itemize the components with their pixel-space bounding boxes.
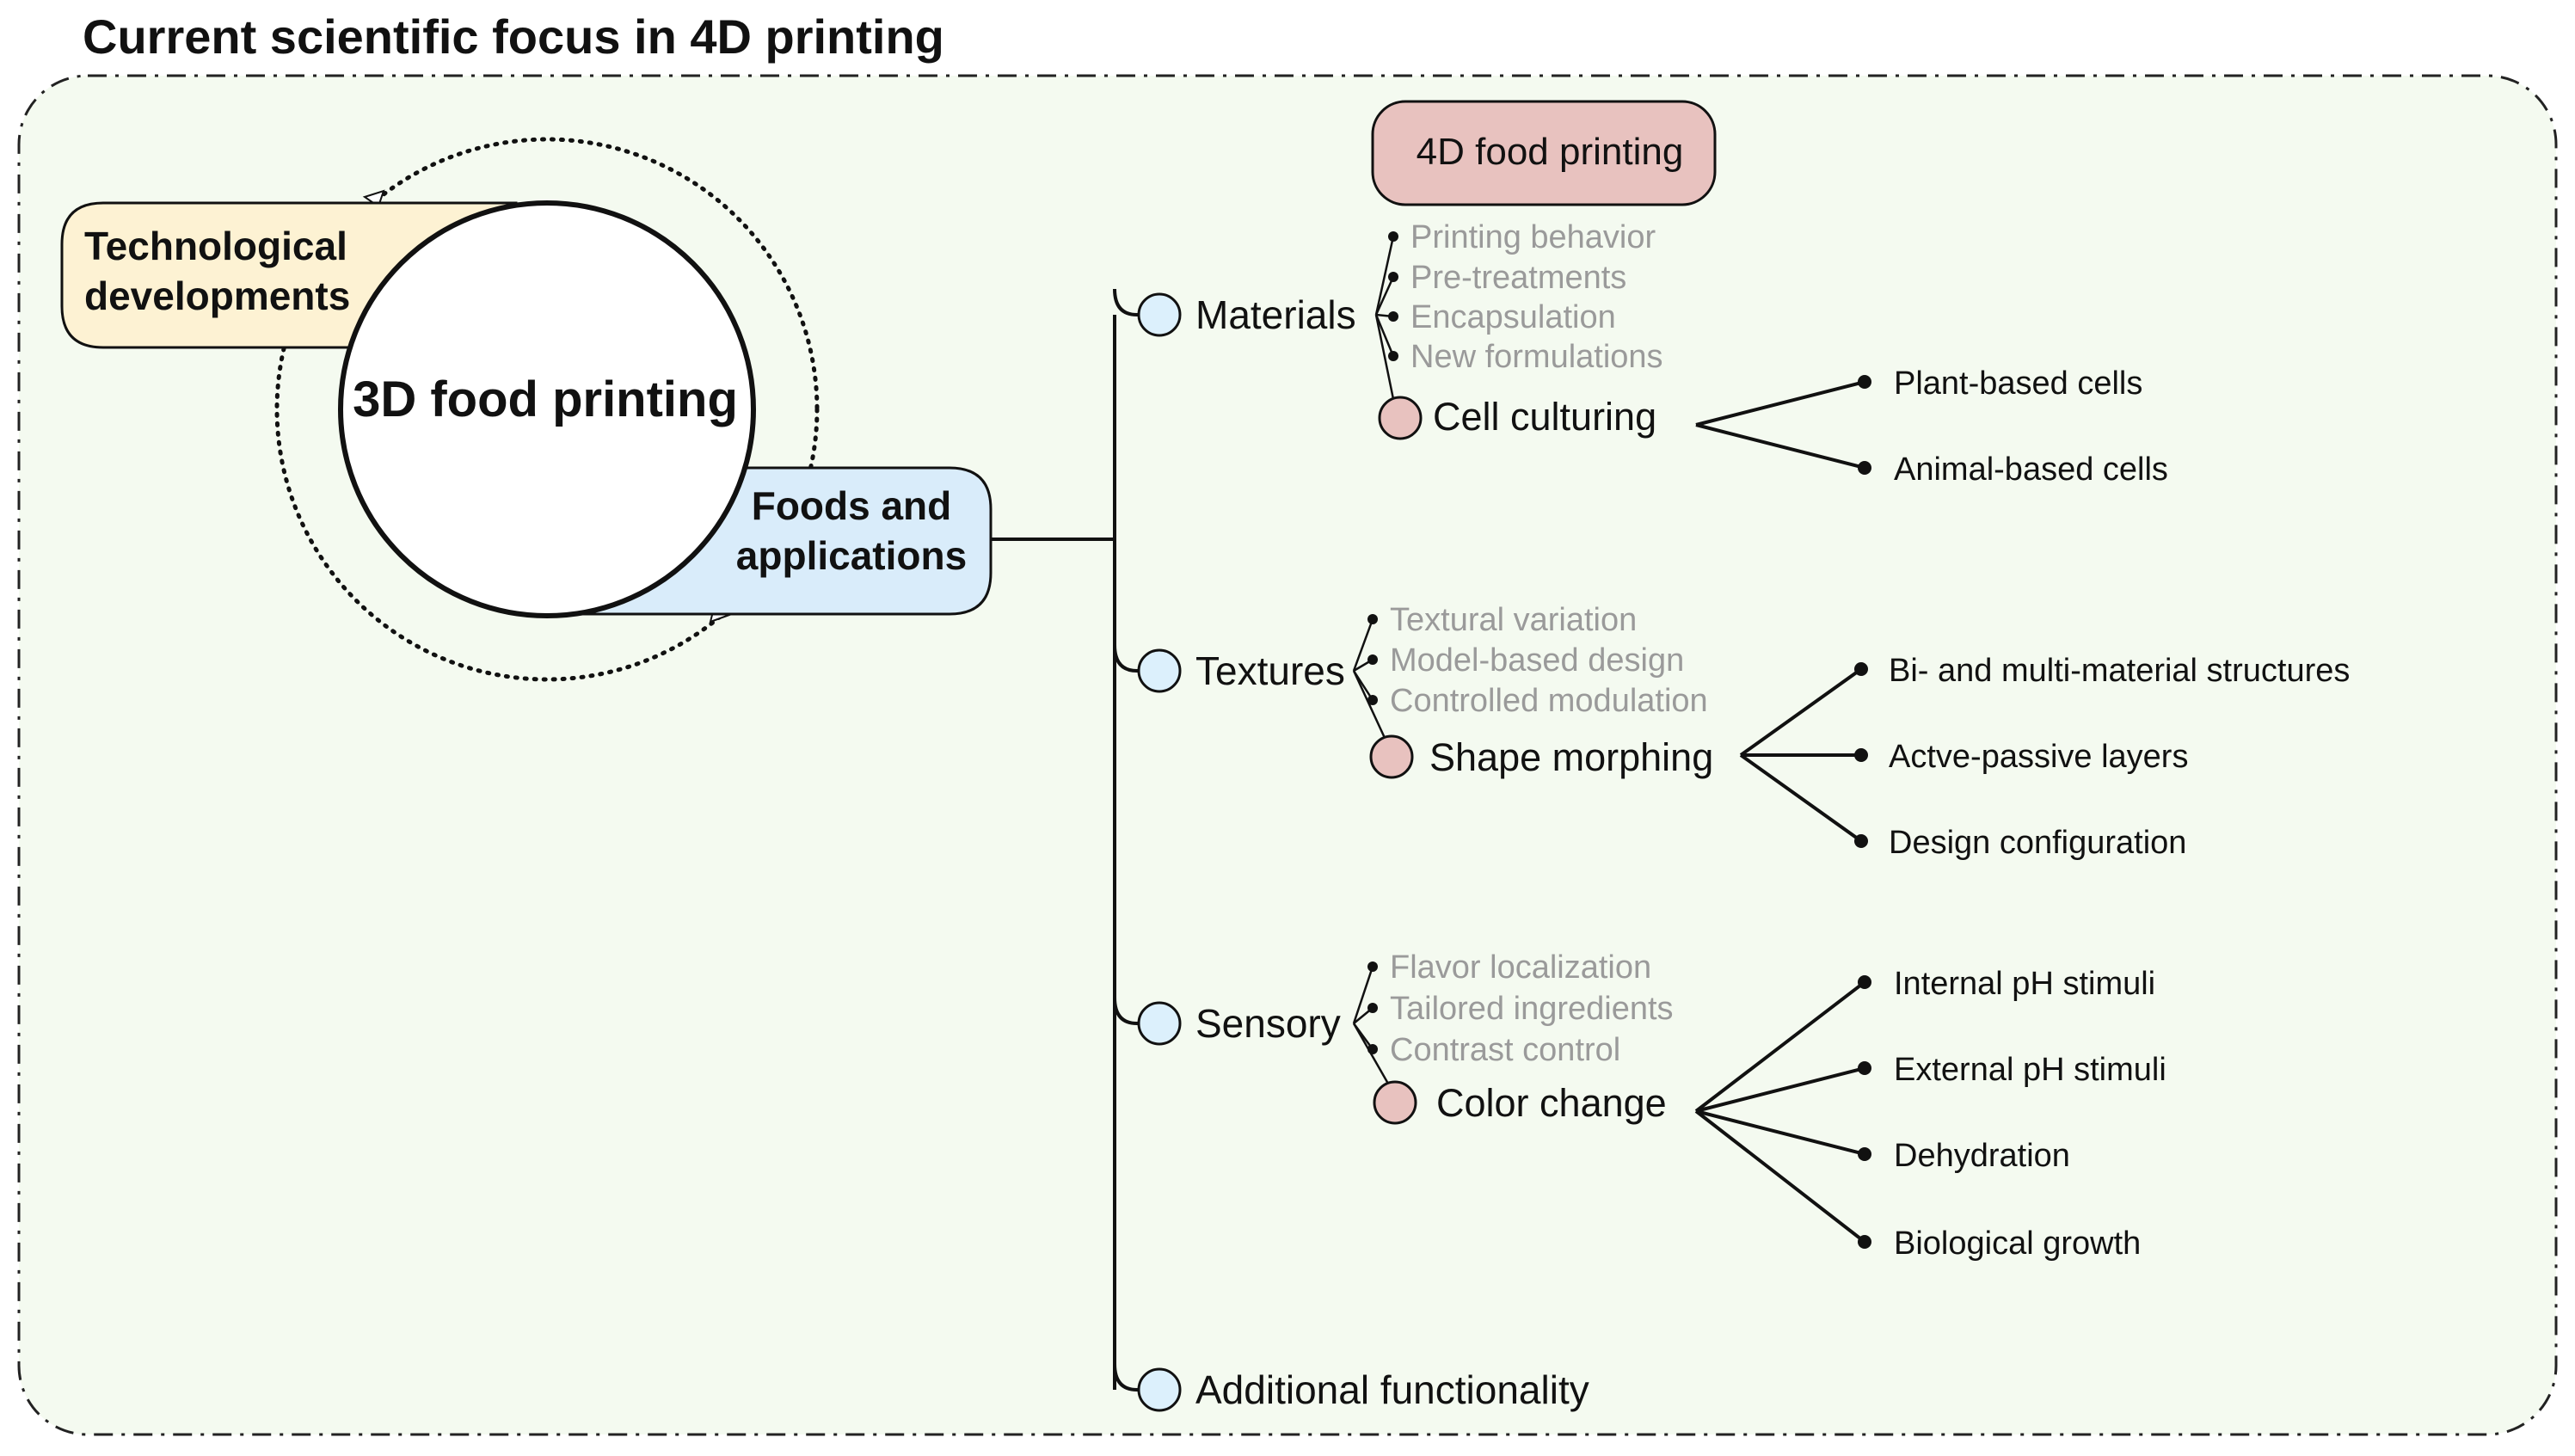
category-node-additional-functionality [1137,1367,1182,1412]
foods-applications-label-line1: Foods and [752,483,952,528]
leaf-link [1694,980,1866,1113]
leaf-dot [1858,461,1871,475]
cycle-ring [274,137,820,682]
four-d-label-shape-morphing: Shape morphing [1429,735,1713,779]
subtopic-dot [1388,231,1398,242]
header-4d-box [1371,100,1717,206]
subtopic-label: Model-based design [1390,642,1684,679]
subtopic-label: Flavor localization [1390,949,1651,986]
leaf-dot [1858,375,1871,389]
leaf-dot [1858,1147,1871,1161]
leaf-label-actve-passive-layers: Actve-passive layers [1889,739,2188,775]
subtopic-label: Textural variation [1390,602,1637,638]
category-node-sensory [1137,1001,1182,1046]
foods-applications-label-line2: applications [736,533,967,578]
leaf-label-external-ph-stimuli: External pH stimuli [1894,1052,2166,1088]
subtopic-dot [1388,272,1398,282]
elbow-sensory [1113,997,1139,1025]
subtopic-dot [1367,654,1378,665]
leaf-link [1694,1109,1866,1244]
four-d-link [1374,314,1395,400]
leaf-label-design-configuration: Design configuration [1889,825,2186,861]
leaf-dot [1858,975,1871,989]
center-label: 3D food printing [353,372,738,427]
leaf-dot [1858,1235,1871,1249]
subtopic-dot [1388,351,1398,361]
leaf-link [1739,667,1863,757]
header-4d-label: 4D food printing [1417,131,1684,173]
leaf-label-plant-based-cells: Plant-based cells [1894,366,2142,402]
elbow-materials [1113,288,1139,316]
subtopic-link [1374,314,1395,357]
subtopic-dot [1367,695,1378,705]
leaf-label-dehydration: Dehydration [1894,1138,2070,1174]
category-node-materials [1137,292,1182,337]
diagram-title: Current scientific focus in 4D printing [83,9,944,64]
subtopic-dot [1367,961,1378,972]
center-circle [338,200,756,618]
four-d-node-cell-culturing [1378,396,1423,440]
four-d-label-cell-culturing: Cell culturing [1433,395,1656,439]
subtopic-label: Printing behavior [1410,219,1656,255]
subtopic-label: Controlled modulation [1390,683,1708,719]
leaf-label-internal-ph-stimuli: Internal pH stimuli [1894,966,2155,1002]
leaf-link [1695,1109,1865,1156]
subtopic-dot [1367,1003,1378,1013]
leaf-dot [1854,834,1868,848]
tech-developments-label-line1: Technological [84,224,347,268]
four-d-link [1352,1023,1390,1084]
leaf-link [1695,1066,1865,1113]
leaf-label-biological-growth: Biological growth [1894,1226,2141,1262]
leaf-link [1695,423,1865,470]
subtopic-label: Contrast control [1390,1032,1620,1068]
subtopic-link [1374,276,1395,316]
four-d-node-shape-morphing [1369,734,1414,779]
subtopic-dot [1388,311,1398,322]
leaf-link [1739,753,1863,843]
subtopic-link [1352,966,1374,1024]
leaf-dot [1854,748,1868,762]
subtopic-link [1352,618,1374,672]
leaf-label-bi-and-multi-material-structures: Bi- and multi-material structures [1889,653,2350,689]
category-label-sensory: Sensory [1195,1001,1341,1046]
four-d-link [1352,670,1386,739]
tech-developments-label-line2: developments [84,273,350,318]
category-label-textures: Textures [1195,648,1345,693]
four-d-label-color-change: Color change [1436,1081,1667,1125]
subtopic-dot [1367,614,1378,624]
four-d-node-color-change [1373,1080,1417,1125]
category-node-textures [1137,648,1182,693]
leaf-dot [1854,662,1868,676]
subtopic-label: Tailored ingredients [1390,991,1674,1027]
elbow-textures [1113,644,1139,673]
leaf-label-animal-based-cells: Animal-based cells [1894,452,2168,488]
leaf-dot [1858,1061,1871,1075]
subtopic-link [1374,236,1395,316]
category-label-materials: Materials [1195,292,1356,337]
leaf-link [1695,380,1865,427]
category-label-additional-functionality: Additional functionality [1195,1367,1589,1412]
subtopic-label: Encapsulation [1410,299,1616,335]
elbow-additional-functionality [1113,1363,1139,1391]
subtopic-label: New formulations [1410,339,1663,375]
subtopic-label: Pre-treatments [1410,260,1626,296]
categories: Materials Printing behaviorPre-treatments… [1113,219,2350,1412]
